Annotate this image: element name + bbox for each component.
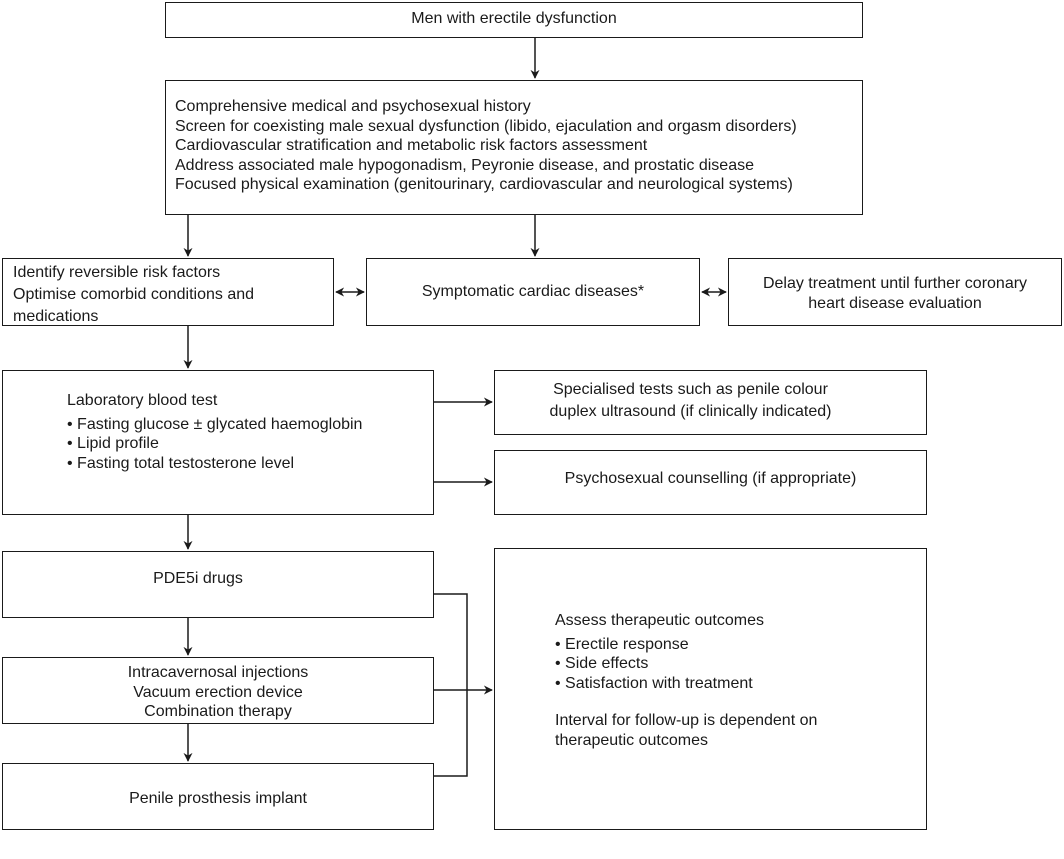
node-assessment-history: Comprehensive medical and psychosexual h… xyxy=(165,80,863,215)
node-psychosexual-counselling: Psychosexual counselling (if appropriate… xyxy=(494,450,927,515)
node-text: Optimise comorbid conditions and xyxy=(13,286,255,303)
node-text: heart disease evaluation xyxy=(808,294,982,312)
node-text: Screen for coexisting male sexual dysfun… xyxy=(175,117,797,135)
node-symptomatic-cardiac-diseases: Symptomatic cardiac diseases* xyxy=(366,258,700,326)
node-text: Men with erectile dysfunction xyxy=(411,10,617,27)
node-text: duplex ultrasound (if clinically indicat… xyxy=(549,402,832,420)
node-text: Psychosexual counselling (if appropriate… xyxy=(564,470,857,487)
node-note: therapeutic outcomes xyxy=(555,731,708,749)
node-text: Specialised tests such as penile colour xyxy=(553,381,828,398)
list-item: • Satisfaction with treatment xyxy=(555,674,753,692)
node-text: Delay treatment until further coronary xyxy=(762,275,1028,292)
node-note: Interval for follow-up is dependent on xyxy=(555,712,818,729)
node-text: Cardiovascular stratification and metabo… xyxy=(175,137,648,154)
list-item: • Lipid profile xyxy=(67,435,159,452)
node-men-with-ed: Men with erectile dysfunction xyxy=(165,2,863,38)
node-text: Comprehensive medical and psychosexual h… xyxy=(175,98,531,115)
list-item: • Fasting glucose ± glycated haemoglobin xyxy=(67,415,363,433)
list-item: • Fasting total testosterone level xyxy=(67,454,295,472)
node-laboratory-blood-test: Laboratory blood test • Fasting glucose … xyxy=(2,370,434,515)
node-title: Assess therapeutic outcomes xyxy=(555,612,764,629)
node-second-line-therapies: Intracavernosal injections Vacuum erecti… xyxy=(2,657,434,724)
node-text: Symptomatic cardiac diseases* xyxy=(421,283,645,300)
node-pde5i-drugs: PDE5i drugs xyxy=(2,551,434,618)
node-text: Identify reversible risk factors xyxy=(13,264,221,281)
list-item: • Side effects xyxy=(555,655,649,672)
node-text: medications xyxy=(13,308,99,325)
node-specialised-tests: Specialised tests such as penile colour … xyxy=(494,370,927,435)
bracket-treatments xyxy=(434,593,468,777)
node-text: Penile prosthesis implant xyxy=(129,790,307,807)
node-text: Intracavernosal injections xyxy=(127,664,309,681)
node-text: Vacuum erection device xyxy=(133,683,303,701)
node-text: Address associated male hypogonadism, Pe… xyxy=(175,156,754,174)
node-text: Focused physical examination (genitourin… xyxy=(175,176,793,193)
node-title: Laboratory blood test xyxy=(67,392,218,409)
node-assess-outcomes: Assess therapeutic outcomes • Erectile r… xyxy=(494,548,927,830)
node-text: Combination therapy xyxy=(144,703,292,720)
node-penile-prosthesis: Penile prosthesis implant xyxy=(2,763,434,830)
list-item: • Erectile response xyxy=(555,635,689,653)
node-delay-treatment: Delay treatment until further coronary h… xyxy=(728,258,1062,326)
node-text: PDE5i drugs xyxy=(153,570,243,587)
node-reversible-risk-factors: Identify reversible risk factors Optimis… xyxy=(2,258,334,326)
